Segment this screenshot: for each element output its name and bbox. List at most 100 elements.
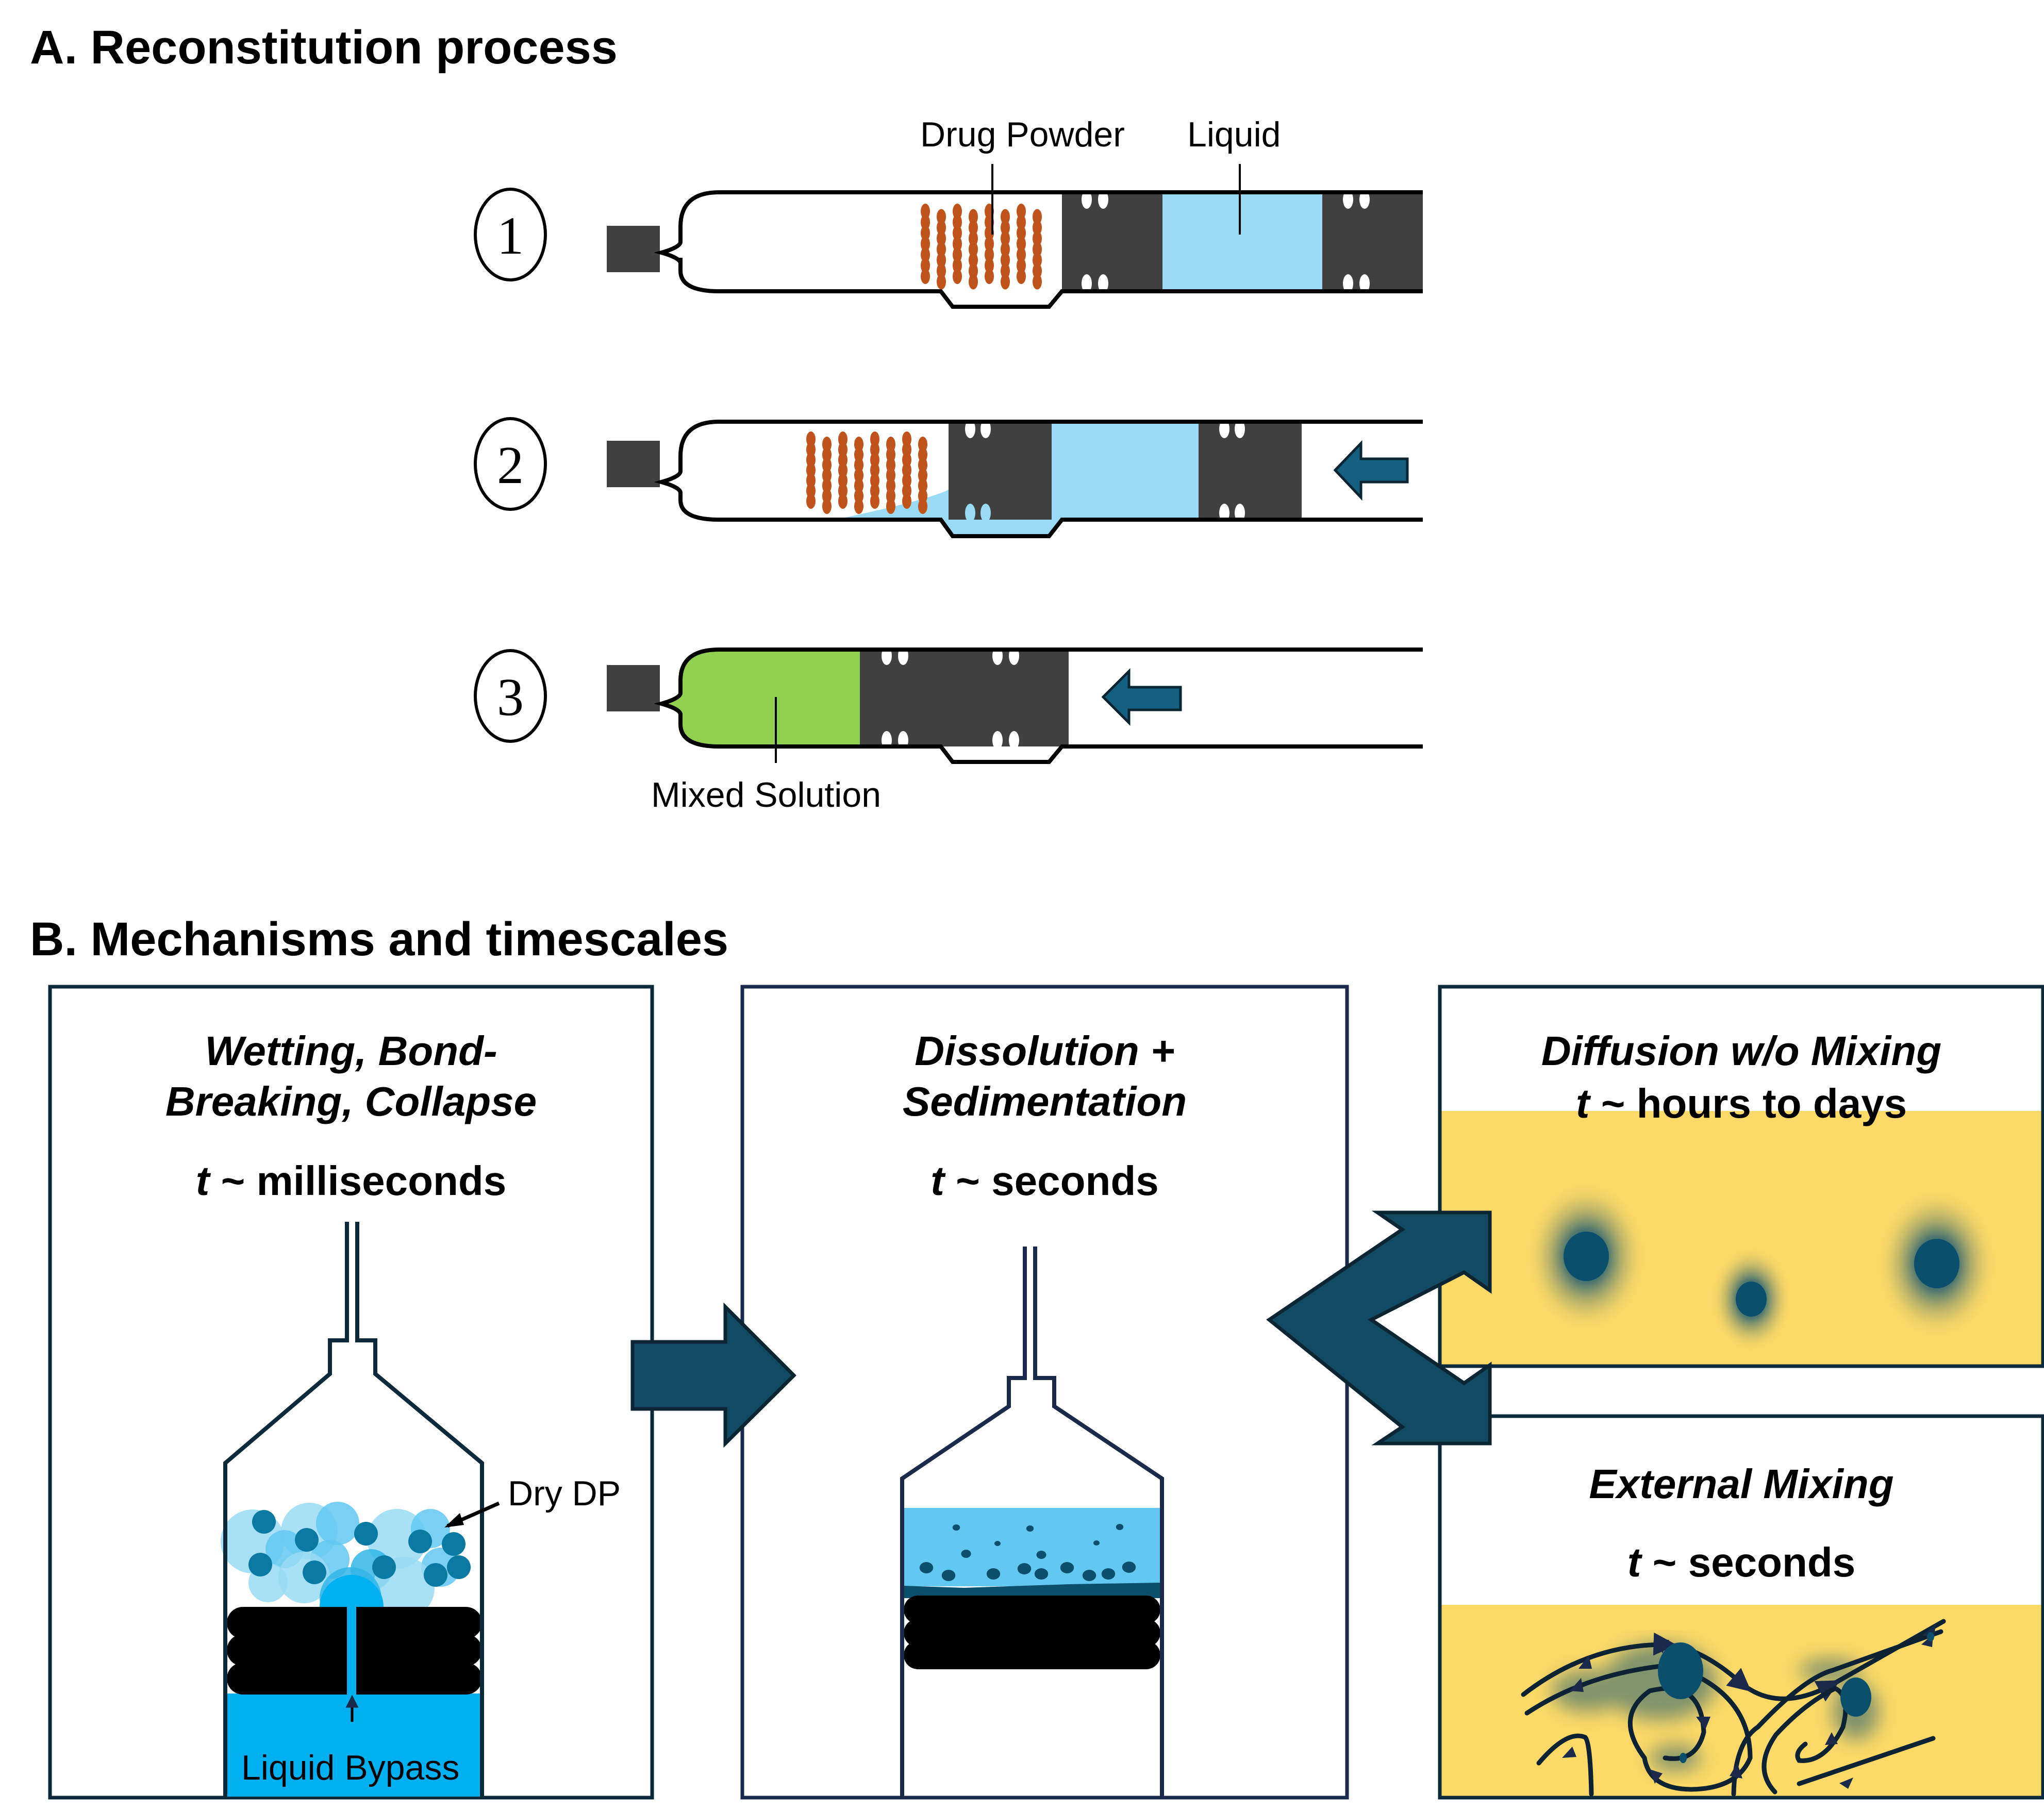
box-2-title: Dissolution + Sedimentation xyxy=(742,1026,1347,1127)
stopper-rear xyxy=(1199,422,1302,520)
dry-dp-granule xyxy=(316,1502,359,1545)
powder-particle xyxy=(838,493,847,509)
vial-wetting xyxy=(221,1222,484,1798)
powder-particle xyxy=(969,220,978,236)
sediment-particle xyxy=(941,1570,956,1581)
powder-particle xyxy=(1033,241,1042,257)
step-1-circle xyxy=(474,188,547,281)
dp-particle xyxy=(248,1553,272,1576)
drug-powder-particles xyxy=(921,204,1042,290)
liquid-chamber xyxy=(1052,422,1199,520)
needle-cap xyxy=(607,441,660,487)
dp-particle xyxy=(303,1560,326,1584)
powder-particle xyxy=(937,252,946,268)
liquid-label: Liquid xyxy=(1187,115,1281,154)
stopper-front xyxy=(1062,192,1162,290)
powder-particle xyxy=(1017,236,1026,252)
powder-particle xyxy=(953,225,962,241)
powder-particle xyxy=(1001,230,1010,246)
powder-particle xyxy=(985,247,994,262)
liquid-bypass-label: Liquid Bypass xyxy=(241,1748,460,1787)
powder-particle xyxy=(969,274,978,290)
box-diffusion xyxy=(1438,985,2044,1368)
box-4-title: External Mixing xyxy=(1589,1461,1894,1507)
sediment-particle xyxy=(994,1541,1001,1546)
powder-particle xyxy=(969,209,978,225)
powder-particle xyxy=(1001,274,1010,290)
powder-particle xyxy=(1033,230,1042,246)
sediment-particle xyxy=(1082,1570,1096,1581)
powder-particle xyxy=(1001,252,1010,268)
powder-particle xyxy=(937,220,946,236)
powder-particle xyxy=(886,499,895,514)
step-2-number: 2 xyxy=(497,436,524,495)
powder-particle xyxy=(953,214,962,230)
box-2-title-line-2: Sedimentation xyxy=(902,1078,1187,1124)
stopper-stack xyxy=(860,650,1069,746)
sediment-particle xyxy=(919,1562,934,1573)
dp-particle xyxy=(372,1555,396,1579)
diffusion-halos xyxy=(1524,1179,1999,1353)
powder-particle xyxy=(985,236,994,252)
powder-particle xyxy=(918,499,927,514)
powder-particle xyxy=(985,269,994,284)
powder-particle xyxy=(1017,247,1026,262)
powder-particle xyxy=(969,263,978,279)
powder-particle xyxy=(953,204,962,219)
box-1-title-line-2: Breaking, Collapse xyxy=(165,1078,537,1124)
powder-particle xyxy=(921,225,930,241)
box-external-mixing xyxy=(1438,1414,2044,1800)
time-value: ~ seconds xyxy=(944,1158,1159,1204)
time-value: ~ seconds xyxy=(1641,1539,1856,1585)
powder-particle xyxy=(902,493,911,509)
powder-particle xyxy=(1033,220,1042,236)
powder-particle xyxy=(953,258,962,273)
powder-particle xyxy=(937,274,946,290)
powder-particle xyxy=(1001,209,1010,225)
time-symbol: t xyxy=(1627,1539,1641,1585)
powder-particle xyxy=(953,236,962,252)
drug-powder-label: Drug Powder xyxy=(920,115,1125,154)
liquid-chamber xyxy=(1162,192,1322,290)
powder-particle xyxy=(1017,225,1026,241)
liquid-bulge xyxy=(320,1575,384,1607)
syringe-step-1 xyxy=(607,190,1423,309)
powder-particle xyxy=(1017,269,1026,284)
sediment-particle xyxy=(1034,1568,1049,1580)
sediment-particle xyxy=(986,1568,1001,1580)
powder-particle xyxy=(969,241,978,257)
powder-particle xyxy=(937,263,946,279)
sediment-particle xyxy=(1026,1525,1034,1532)
box-2-title-line-1: Dissolution + xyxy=(915,1028,1175,1074)
sediment-particle xyxy=(961,1550,971,1558)
vial-dissolution xyxy=(900,1247,1164,1798)
box-2-timescale: t ~ seconds xyxy=(742,1157,1347,1205)
mixed-solution-label: Mixed Solution xyxy=(651,775,882,815)
time-value: ~ milliseconds xyxy=(209,1158,507,1204)
dp-particle xyxy=(295,1528,319,1552)
panel-b-heading: B. Mechanisms and timescales xyxy=(30,913,729,966)
step-3-number: 3 xyxy=(497,668,524,727)
panel-a-heading: A. Reconstitution process xyxy=(30,21,618,74)
powder-particle xyxy=(921,258,930,273)
time-symbol: t xyxy=(1575,1081,1590,1126)
powder-particle xyxy=(854,499,863,514)
powder-particle xyxy=(921,204,930,219)
step-1-number: 1 xyxy=(497,206,524,265)
time-symbol: t xyxy=(195,1158,210,1204)
powder-particle xyxy=(1017,214,1026,230)
dp-particle xyxy=(442,1532,466,1556)
dp-particle xyxy=(354,1522,378,1546)
powder-particle xyxy=(985,258,994,273)
powder-particle xyxy=(1033,252,1042,268)
syringe-step-2 xyxy=(607,420,1423,538)
sediment-particle xyxy=(1060,1562,1074,1573)
powder-particle xyxy=(1033,263,1042,279)
box-1-timescale: t ~ milliseconds xyxy=(50,1157,652,1205)
powder-particle xyxy=(870,493,879,509)
powder-particle xyxy=(937,241,946,257)
box-3-timescale: t ~ hours to days xyxy=(1440,1080,2043,1127)
stopper-front xyxy=(949,422,1052,520)
sediment-particle xyxy=(1036,1551,1046,1559)
